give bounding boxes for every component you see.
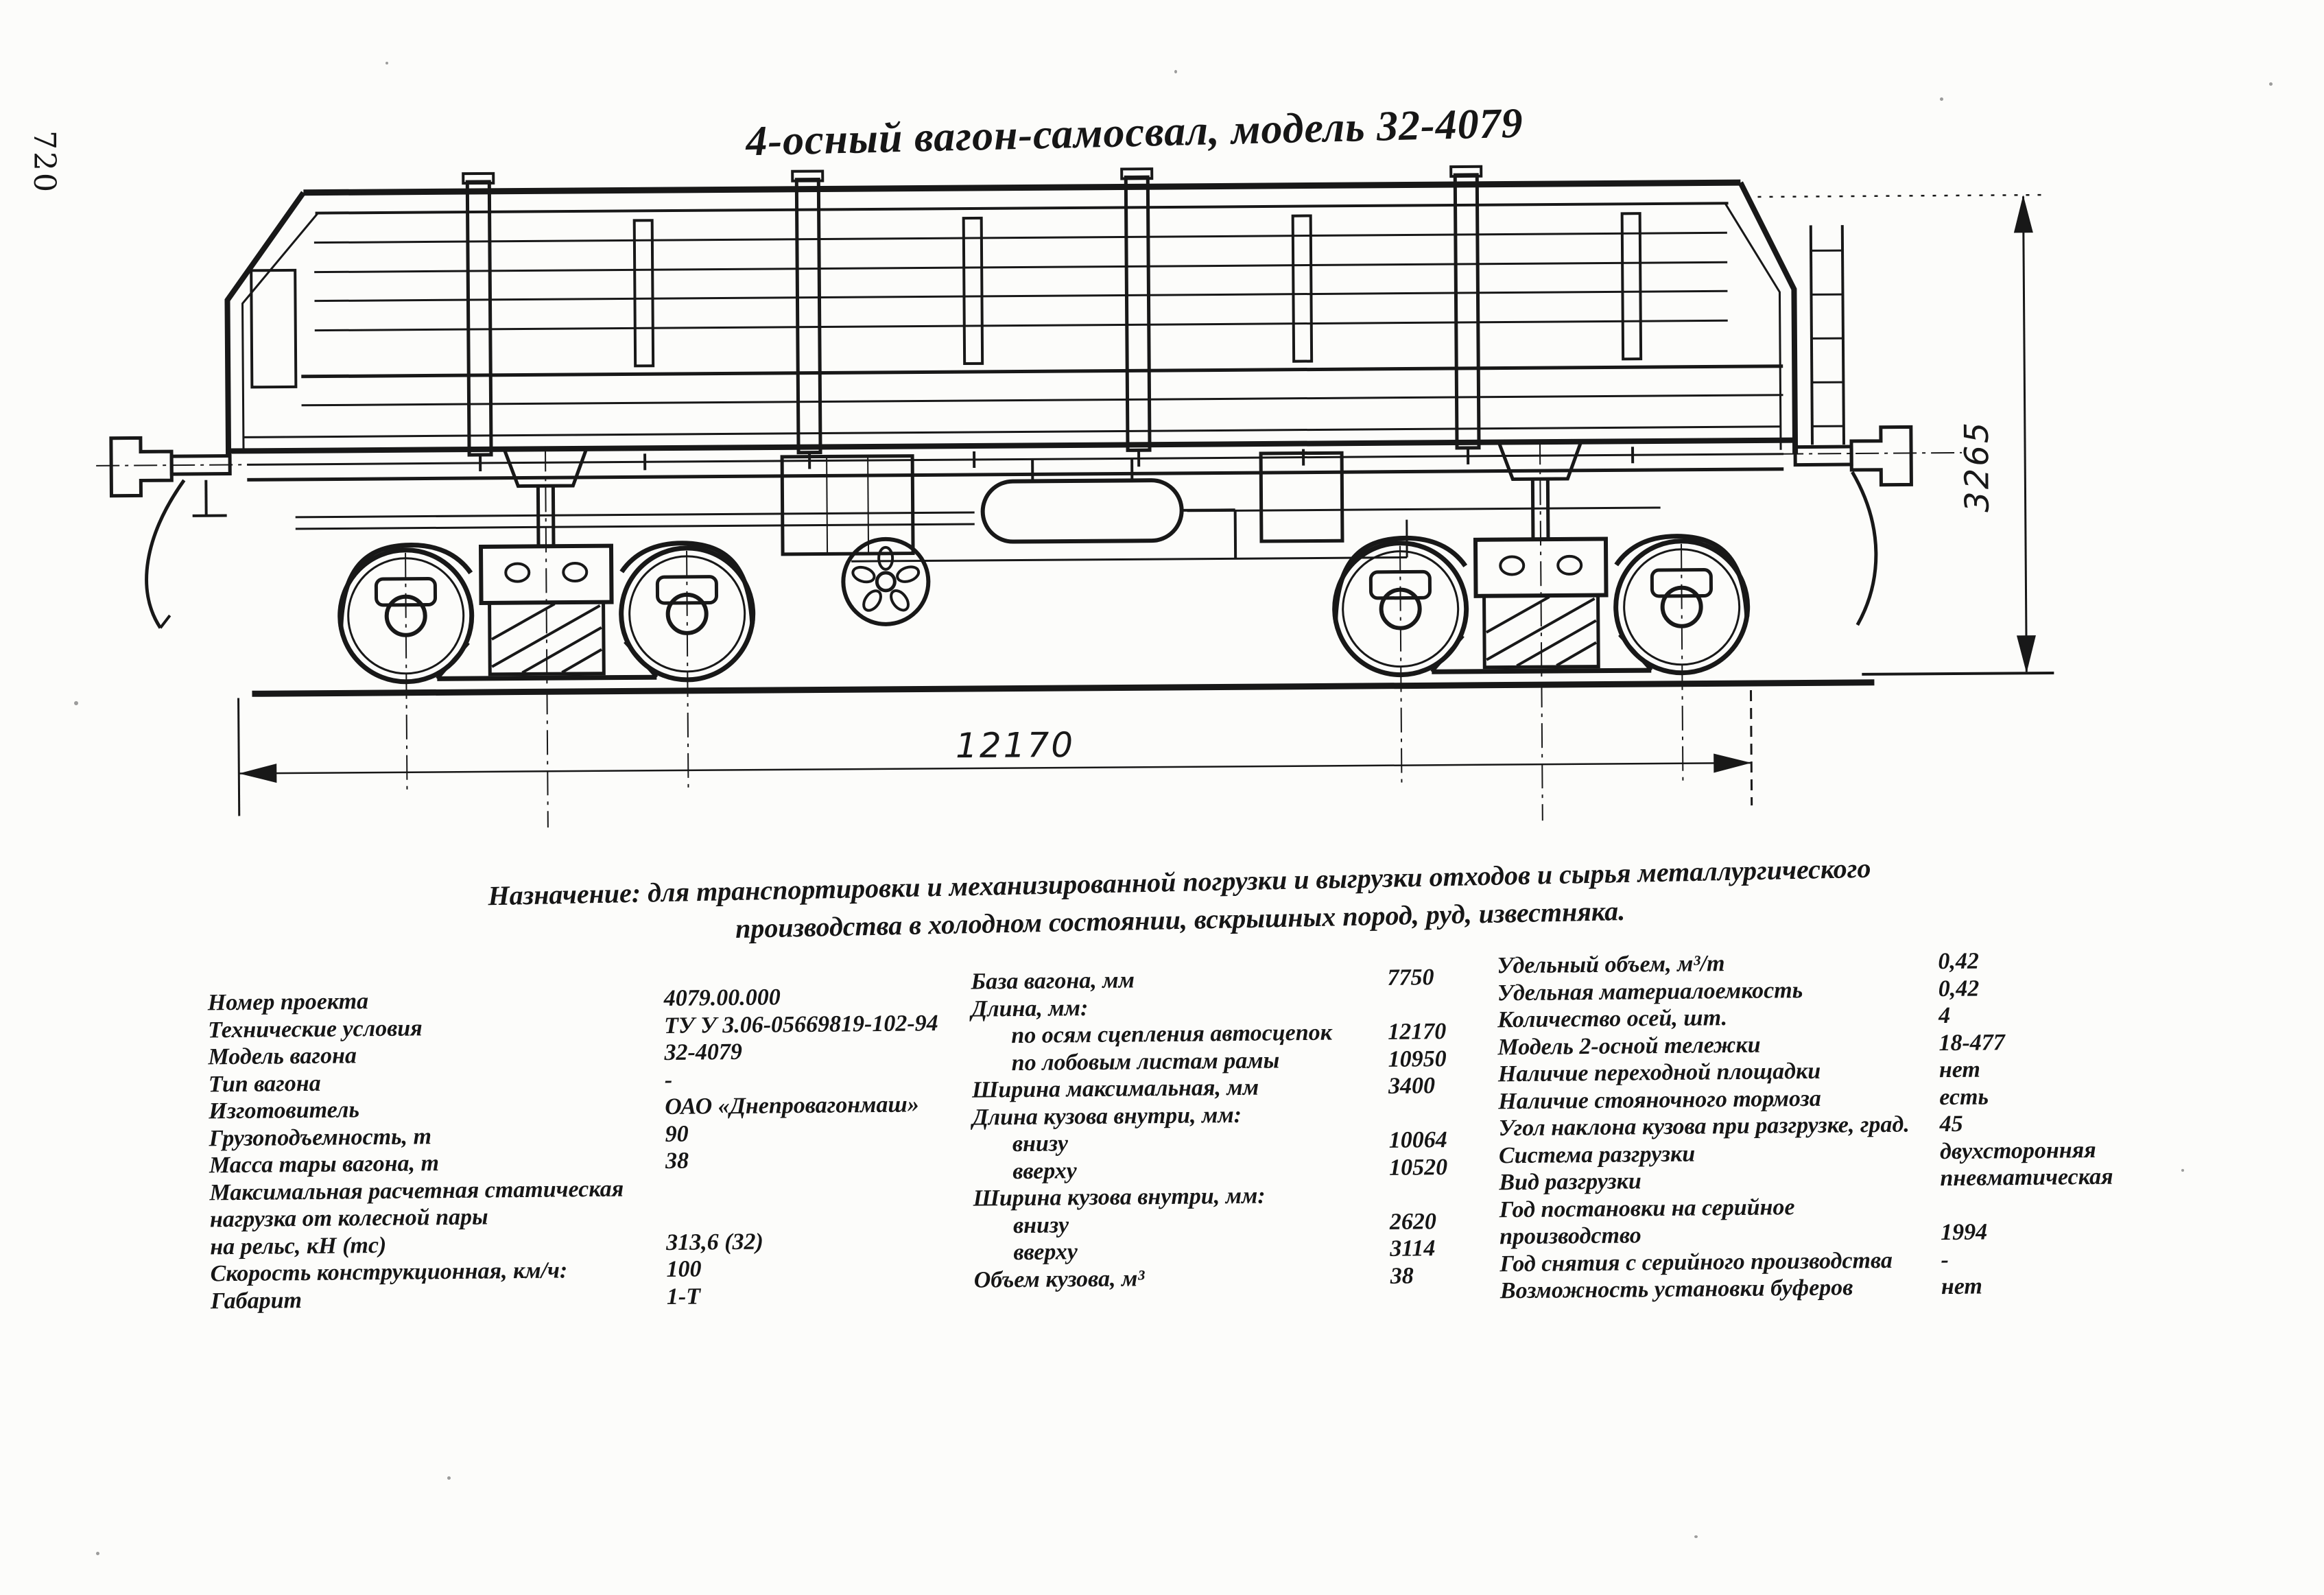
spec-value: 10064	[1388, 1127, 1447, 1153]
spec-label: Максимальная расчетная статическая	[209, 1176, 624, 1205]
spec-label: Возможность установки буферов	[1499, 1275, 1853, 1304]
spec-label: Модель 2-осной тележки	[1497, 1032, 1761, 1060]
spec-label: Технические условия	[208, 1015, 423, 1043]
spec-value: 10520	[1389, 1154, 1448, 1181]
scan-speckle	[1694, 1535, 1698, 1538]
spec-column-1: Номер проекта 4079.00.000 Технические усл…	[208, 983, 952, 1315]
spec-label: Грузоподъемность, т	[209, 1123, 432, 1151]
spec-label: Масса тары вагона, т	[209, 1150, 440, 1179]
spec-label: Длина, мм:	[971, 995, 1089, 1022]
spec-label: Длина кузова внутри, мм:	[972, 1102, 1242, 1131]
spec-label: Габарит	[210, 1287, 303, 1314]
spec-value: есть	[1939, 1083, 1989, 1110]
spec-label: вверху	[1013, 1239, 1078, 1266]
spec-label: Удельная материалоемкость	[1497, 977, 1803, 1006]
coupler-left	[109, 436, 232, 629]
spec-column-3: Удельный объем, м³/т 0,42 Удельная матери…	[1497, 945, 2316, 1305]
car-body	[224, 165, 1846, 471]
spec-label: на рельс, кН (тс)	[210, 1232, 387, 1260]
spec-label: Система разгрузки	[1498, 1141, 1696, 1168]
scan-speckle	[74, 701, 78, 705]
spec-value: 4	[1938, 1002, 1951, 1029]
spec-label: внизу	[1012, 1131, 1069, 1157]
spec-label: Модель вагона	[208, 1043, 357, 1070]
spec-label: нагрузка от колесной пары	[209, 1204, 488, 1233]
coupler-right	[1793, 425, 1913, 626]
spec-value: 100	[666, 1256, 702, 1282]
scan-speckle	[386, 62, 388, 64]
spec-value: 0,42	[1938, 976, 1980, 1002]
spec-label: Наличие переходной площадки	[1497, 1058, 1821, 1087]
spec-label: Угол наклона кузова при разгрузке, град.	[1498, 1111, 1910, 1142]
spec-value: 4079.00.000	[663, 984, 781, 1011]
spec-value: 32-4079	[664, 1039, 743, 1065]
length-dimension-label: 12170	[956, 725, 1075, 766]
spec-value: ТУ У 3.06-05669819-102-94	[663, 1010, 938, 1039]
spec-label: Тип вагона	[208, 1070, 321, 1097]
spec-value: 38	[665, 1148, 689, 1174]
spec-label: Ширина максимальная, мм	[971, 1074, 1259, 1103]
spec-label: Изготовитель	[209, 1097, 360, 1124]
scan-speckle	[96, 1552, 99, 1555]
spec-value: 7750	[1387, 965, 1434, 991]
spec-value: -	[664, 1067, 673, 1093]
spec-label: Удельный объем, м³/т	[1497, 951, 1725, 979]
scan-speckle	[2181, 1169, 2184, 1172]
air-reservoir	[980, 458, 1184, 544]
height-dimension-label: 3265	[1958, 420, 1997, 512]
spec-value: 45	[1939, 1111, 1963, 1137]
spec-label: Год снятия с серийного производства	[1499, 1247, 1893, 1277]
spec-label: внизу	[1012, 1212, 1069, 1238]
rail-line	[252, 679, 1875, 697]
scan-speckle	[1261, 886, 1264, 889]
spec-value: ОАО «Днепровагонмаш»	[665, 1091, 919, 1120]
spec-value: нет	[1941, 1273, 1983, 1300]
spec-value: 3114	[1390, 1236, 1436, 1262]
spec-label: Ширина кузова внутри, мм:	[973, 1183, 1266, 1212]
spec-label: Номер проекта	[207, 989, 369, 1016]
spec-label: Количество осей, шт.	[1497, 1005, 1728, 1033]
spec-label: производство	[1499, 1222, 1641, 1250]
spec-value: 18-477	[1938, 1029, 2005, 1056]
spec-label: Объем кузова, м³	[973, 1265, 1145, 1293]
scan-speckle	[1940, 97, 1943, 101]
spec-label: по лобовым листам рамы	[1011, 1047, 1280, 1076]
wagon-drawing: 12170 3265	[96, 165, 2054, 858]
spec-label: База вагона, мм	[971, 967, 1135, 995]
spec-value: 3400	[1388, 1073, 1436, 1099]
spec-value: -	[1941, 1247, 1949, 1273]
scan-speckle	[447, 1476, 451, 1480]
spec-label: Вид разгрузки	[1499, 1168, 1641, 1196]
spec-value: 12170	[1388, 1019, 1447, 1045]
spec-label: Наличие стояночного тормоза	[1498, 1085, 1821, 1114]
spec-value: 1994	[1940, 1219, 1988, 1246]
length-dimension: 12170	[237, 690, 1753, 816]
spec-value: 313,6 (32)	[666, 1229, 764, 1255]
spec-value: двухсторонняя	[1939, 1137, 2096, 1164]
spec-value: 38	[1390, 1263, 1414, 1289]
underframe	[96, 451, 1963, 563]
spec-label: Год постановки на серийное	[1499, 1194, 1795, 1222]
spec-value: 2620	[1389, 1208, 1437, 1235]
height-dimension: 3265	[1746, 193, 2054, 676]
spec-label: Скорость конструкционная, км/ч:	[210, 1257, 568, 1287]
spec-value: 0,42	[1938, 948, 1980, 975]
spec-value: пневматическая	[1940, 1163, 2113, 1192]
scan-speckle	[2269, 82, 2273, 86]
spec-value: 1-Т	[666, 1283, 701, 1310]
spec-value: 10950	[1388, 1045, 1447, 1072]
scan-speckle	[1174, 70, 1177, 73]
spec-value: 90	[665, 1121, 689, 1147]
spec-label: по осям сцепления автосцепок	[1011, 1019, 1333, 1049]
spec-value: нет	[1938, 1056, 1981, 1083]
handbrake-wheel	[841, 536, 931, 626]
spec-label: вверху	[1012, 1157, 1077, 1184]
